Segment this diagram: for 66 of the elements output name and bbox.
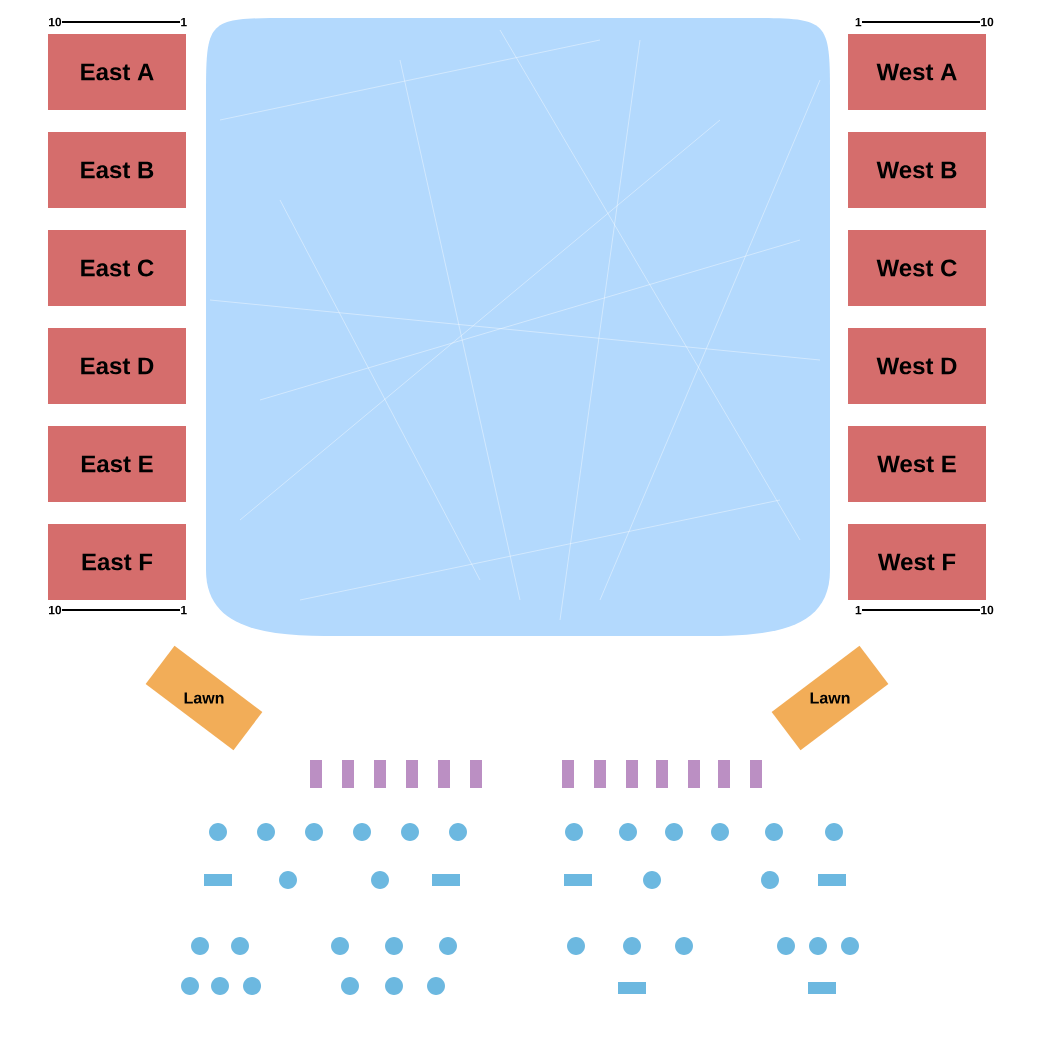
table-marker [818, 874, 846, 886]
seating-section: East C [48, 230, 186, 306]
seating-section: East A [48, 34, 186, 110]
bar-marker [342, 760, 354, 788]
seating-section: West D [848, 328, 986, 404]
seating-section: East B [48, 132, 186, 208]
table-marker [279, 871, 297, 889]
table-marker [711, 823, 729, 841]
table-marker [211, 977, 229, 995]
bar-marker [470, 760, 482, 788]
table-marker [204, 874, 232, 886]
table-marker [371, 871, 389, 889]
bar-marker [750, 760, 762, 788]
table-marker [809, 937, 827, 955]
table-marker [331, 937, 349, 955]
table-marker [181, 977, 199, 995]
table-marker [353, 823, 371, 841]
table-marker [385, 937, 403, 955]
table-marker [623, 937, 641, 955]
table-marker [305, 823, 323, 841]
table-marker [643, 871, 661, 889]
table-marker [761, 871, 779, 889]
bar-marker [626, 760, 638, 788]
table-marker [567, 937, 585, 955]
table-marker [777, 937, 795, 955]
seating-section: West B [848, 132, 986, 208]
bar-marker [718, 760, 730, 788]
lawn-section: Lawn [145, 645, 263, 751]
seating-section: West F [848, 524, 986, 600]
seating-section: East D [48, 328, 186, 404]
table-marker [191, 937, 209, 955]
table-marker [825, 823, 843, 841]
seating-section: East F [48, 524, 186, 600]
table-marker [439, 937, 457, 955]
bar-marker [406, 760, 418, 788]
lawn-section: Lawn [771, 645, 889, 751]
seating-section: West E [848, 426, 986, 502]
table-marker [619, 823, 637, 841]
table-marker [665, 823, 683, 841]
bar-marker [310, 760, 322, 788]
table-marker [765, 823, 783, 841]
table-marker [841, 937, 859, 955]
table-marker [401, 823, 419, 841]
table-marker [618, 982, 646, 994]
table-marker [209, 823, 227, 841]
table-marker [808, 982, 836, 994]
bar-marker [374, 760, 386, 788]
seating-section: East E [48, 426, 186, 502]
table-marker [432, 874, 460, 886]
table-marker [675, 937, 693, 955]
table-marker [427, 977, 445, 995]
bar-marker [688, 760, 700, 788]
table-marker [449, 823, 467, 841]
table-marker [385, 977, 403, 995]
table-marker [564, 874, 592, 886]
seating-section: West C [848, 230, 986, 306]
table-marker [257, 823, 275, 841]
bar-marker [438, 760, 450, 788]
bar-marker [656, 760, 668, 788]
seating-section: West A [848, 34, 986, 110]
table-marker [565, 823, 583, 841]
table-marker [341, 977, 359, 995]
table-marker [231, 937, 249, 955]
table-marker [243, 977, 261, 995]
bar-marker [594, 760, 606, 788]
bar-marker [562, 760, 574, 788]
